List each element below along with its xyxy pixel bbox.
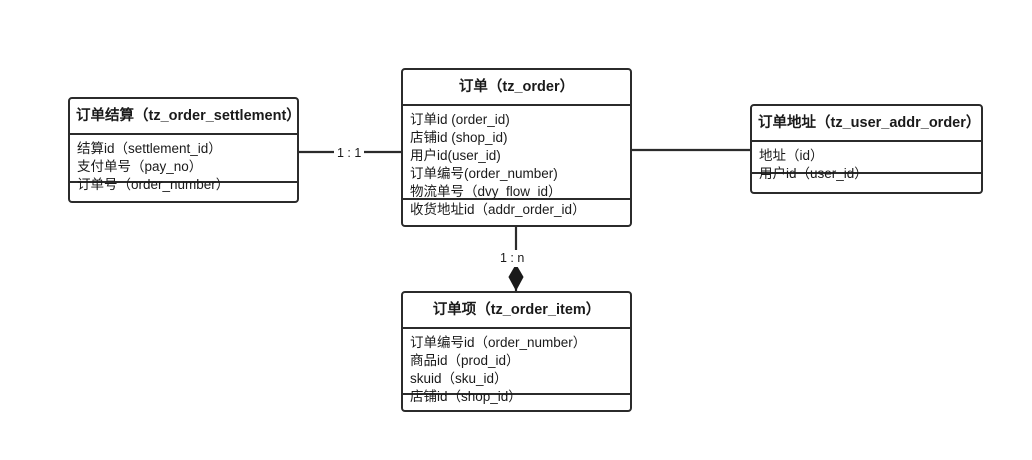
cardinality-label-settlement-order: 1 : 1 [334, 145, 365, 162]
attribute-row: 店铺id（shop_id） [410, 388, 522, 404]
entity-title: 订单结算（tz_order_settlement） [70, 99, 301, 135]
entity-attribute-list: 订单编号id（order_number） 商品id（prod_id） skuid… [403, 329, 630, 404]
attribute-row: 结算id（settlement_id） [77, 140, 222, 156]
attribute-row: 店铺id (shop_id) [410, 129, 508, 145]
entity-attribute-list: 地址（id） 用户id（user_id） [752, 142, 981, 181]
attribute-row: 订单编号id（order_number） [410, 334, 587, 350]
entity-attribute-list: 订单id (order_id) 店铺id (shop_id) 用户id(user… [403, 106, 630, 217]
composition-diamond-icon [508, 264, 524, 292]
attribute-row: 订单号（order_number） [77, 176, 230, 192]
cardinality-label-order-item: 1 : n [497, 250, 528, 267]
attribute-row: 地址（id） [759, 147, 824, 163]
attribute-row: 订单id (order_id) [410, 111, 510, 127]
attribute-row: 用户id（user_id） [759, 165, 868, 181]
entity-order-item[interactable]: 订单项（tz_order_item） 订单编号id（order_number） … [401, 291, 632, 412]
attribute-row: 收货地址id（addr_order_id） [410, 201, 586, 217]
entity-method-compartment [403, 200, 630, 226]
entity-title: 订单项（tz_order_item） [403, 293, 630, 329]
entity-method-compartment [752, 174, 981, 200]
entity-title: 订单（tz_order） [403, 70, 630, 106]
attribute-row: 支付单号（pay_no） [77, 158, 203, 174]
entity-order[interactable]: 订单（tz_order） 订单id (order_id) 店铺id (shop_… [401, 68, 632, 227]
entity-method-compartment [403, 395, 630, 421]
attribute-row: 商品id（prod_id） [410, 352, 520, 368]
entity-user-addr-order[interactable]: 订单地址（tz_user_addr_order） 地址（id） 用户id（use… [750, 104, 983, 194]
attribute-row: 订单编号(order_number) [410, 165, 558, 181]
entity-title: 订单地址（tz_user_addr_order） [752, 106, 981, 142]
attribute-row: 物流单号（dvy_flow_id） [410, 183, 562, 199]
entity-method-compartment [70, 183, 297, 209]
entity-order-settlement[interactable]: 订单结算（tz_order_settlement） 结算id（settlemen… [68, 97, 301, 203]
attribute-row: skuid（sku_id） [410, 370, 508, 386]
entity-attribute-list: 结算id（settlement_id） 支付单号（pay_no） 订单号（ord… [70, 135, 297, 192]
attribute-row: 用户id(user_id) [410, 147, 501, 163]
